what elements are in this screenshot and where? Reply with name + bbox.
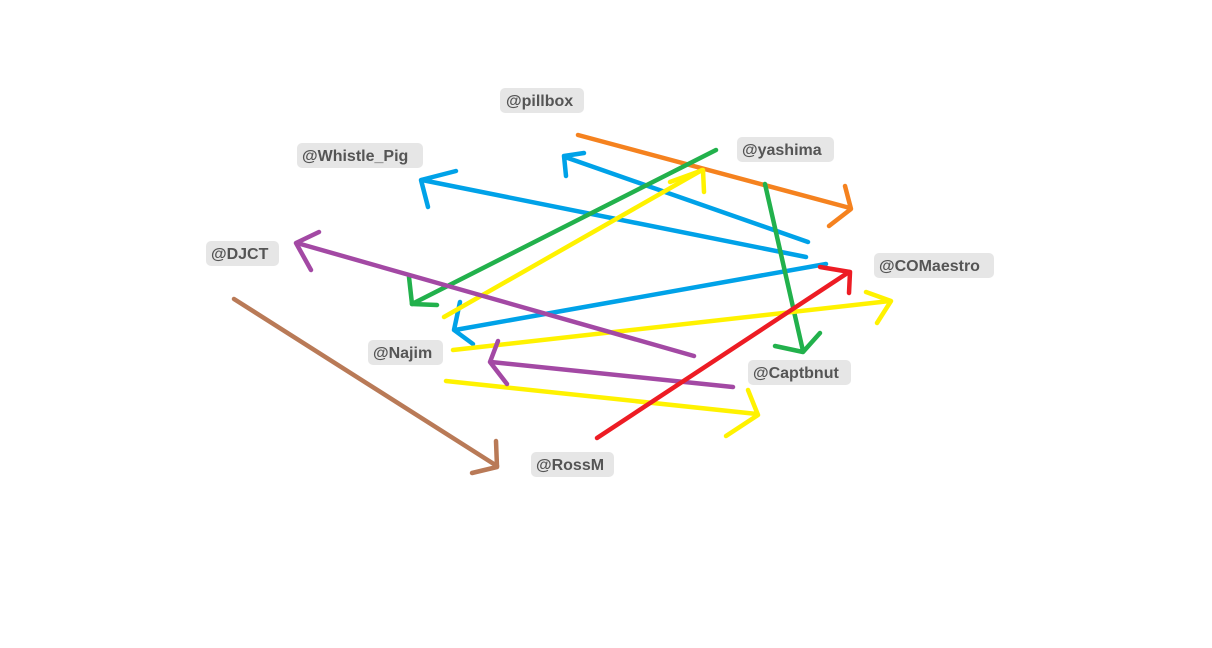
edge-comaestro-pillbox [561,150,811,245]
node-label: @COMaestro [879,258,980,275]
node-pillbox[interactable]: @pillbox [500,88,584,113]
edge-yashima-najim [406,147,719,308]
node-captbnut[interactable]: @Captbnut [748,360,851,385]
edge-captbnut-najim [487,338,736,390]
node-label: @Captbnut [753,365,839,382]
node-label: @Whistle_Pig [302,148,408,165]
node-yashima[interactable]: @yashima [737,137,834,162]
node-label: @DJCT [211,246,269,263]
edge-najim-captbnut [443,378,761,439]
node-comaestro[interactable]: @COMaestro [874,253,994,278]
node-djct[interactable]: @DJCT [206,241,279,266]
edge-yashima-captbnut [762,181,823,355]
node-label: @pillbox [506,93,573,110]
edge-najim-yashima [441,167,707,320]
node-whistle-pig[interactable]: @Whistle_Pig [297,143,423,168]
node-najim[interactable]: @Najim [368,340,443,365]
node-label: @RossM [536,457,604,474]
edge-rossm-comaestro [594,264,853,441]
node-rossm[interactable]: @RossM [531,452,614,477]
edge-captbnut-djct [293,229,697,359]
edge-djct-rossm [231,296,500,476]
edge-pillbox-comaestro [575,132,854,229]
node-label: @yashima [742,142,822,159]
edge-comaestro-whistle-pig [418,168,809,260]
node-label: @Najim [373,345,432,362]
edge-najim-comaestro [450,289,894,353]
